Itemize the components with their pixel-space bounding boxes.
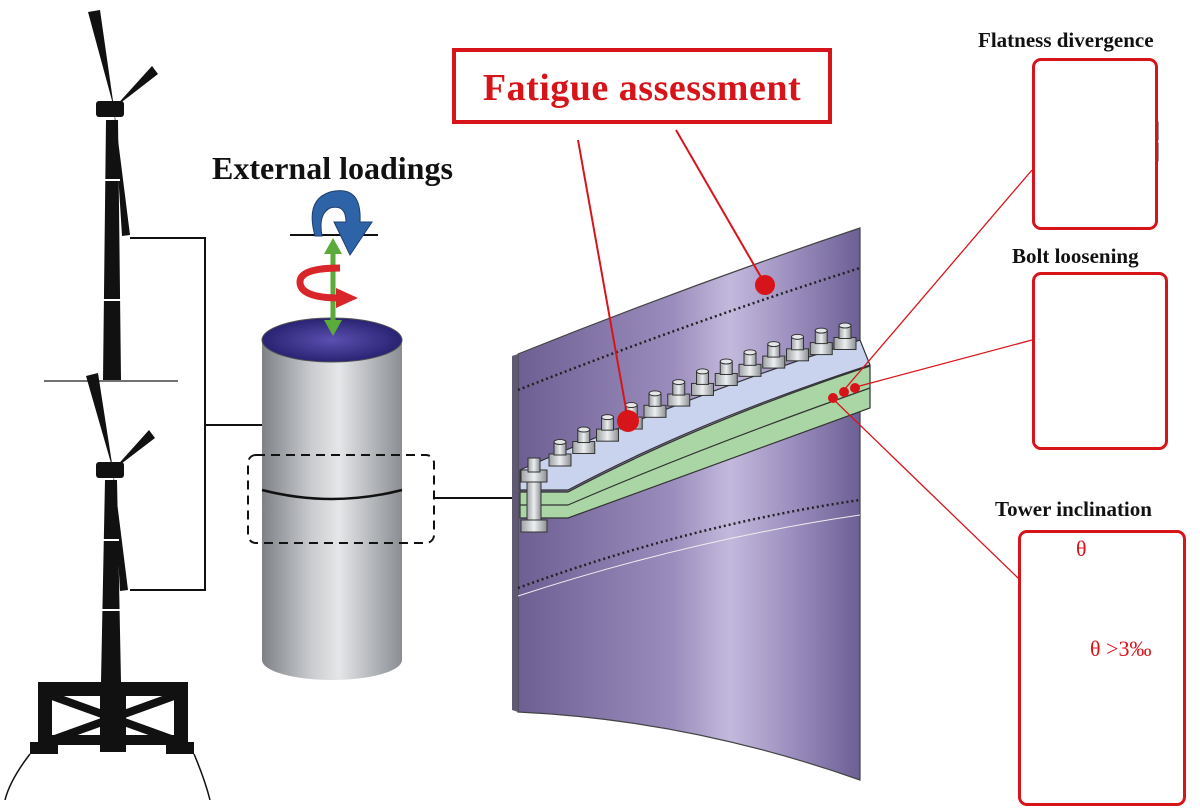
bolt-loosening-panel [1032, 272, 1168, 450]
detail-pointers [831, 169, 1033, 579]
bolt-loosening-label: Bolt loosening [1012, 244, 1139, 268]
tower-segment-cylinder [247, 317, 514, 680]
flange-bolt [786, 333, 809, 362]
fatigue-assessment-box: Fatigue assessment [452, 48, 832, 124]
load-arrows [290, 190, 378, 336]
hotspot-marker-inclination [828, 393, 838, 403]
turbine-icon-upper [88, 10, 158, 380]
flange-shell-detail [512, 227, 871, 781]
hotspot-marker-weld [755, 275, 775, 295]
zoom-bracket [130, 237, 206, 591]
theta-limit-label: θ >3‰ [1090, 636, 1152, 661]
flange-bolt [833, 322, 857, 350]
bolt-row [548, 322, 857, 467]
fatigue-pointers [577, 129, 766, 421]
flange-bolt [738, 349, 762, 377]
wind-turbine-on-jacket [4, 10, 262, 801]
tower-inclination-panel [1018, 530, 1186, 806]
flange-bolt [762, 341, 786, 369]
hotspot-marker-flatness [839, 387, 849, 397]
jacket-foundation [30, 682, 194, 754]
bending-moment-arrow-icon [311, 190, 373, 257]
fatigue-assessment-label: Fatigue assessment [482, 67, 802, 109]
flange-bolt [572, 426, 596, 455]
flatness-divergence-panel [1032, 58, 1158, 230]
flange-bolt [548, 439, 572, 467]
flatness-divergence-label: Flatness divergence [978, 28, 1154, 52]
flange-joint-line [261, 488, 403, 501]
flange-bolt [643, 390, 667, 418]
torsion-arrow-icon [296, 264, 341, 302]
turbine-icon-lower [86, 373, 155, 682]
flange-bolt [809, 327, 833, 356]
external-loadings-label: External loadings [212, 150, 453, 186]
flange-bolt [714, 358, 738, 386]
theta-top-label: θ [1076, 536, 1087, 561]
flange-bolt [691, 368, 714, 396]
flange-bolt [667, 379, 691, 407]
hotspot-marker-bolt [617, 410, 639, 432]
hotspot-marker-loosening [850, 383, 860, 393]
tower-inclination-label: Tower inclination [995, 497, 1152, 521]
flange-bolt [596, 414, 619, 442]
